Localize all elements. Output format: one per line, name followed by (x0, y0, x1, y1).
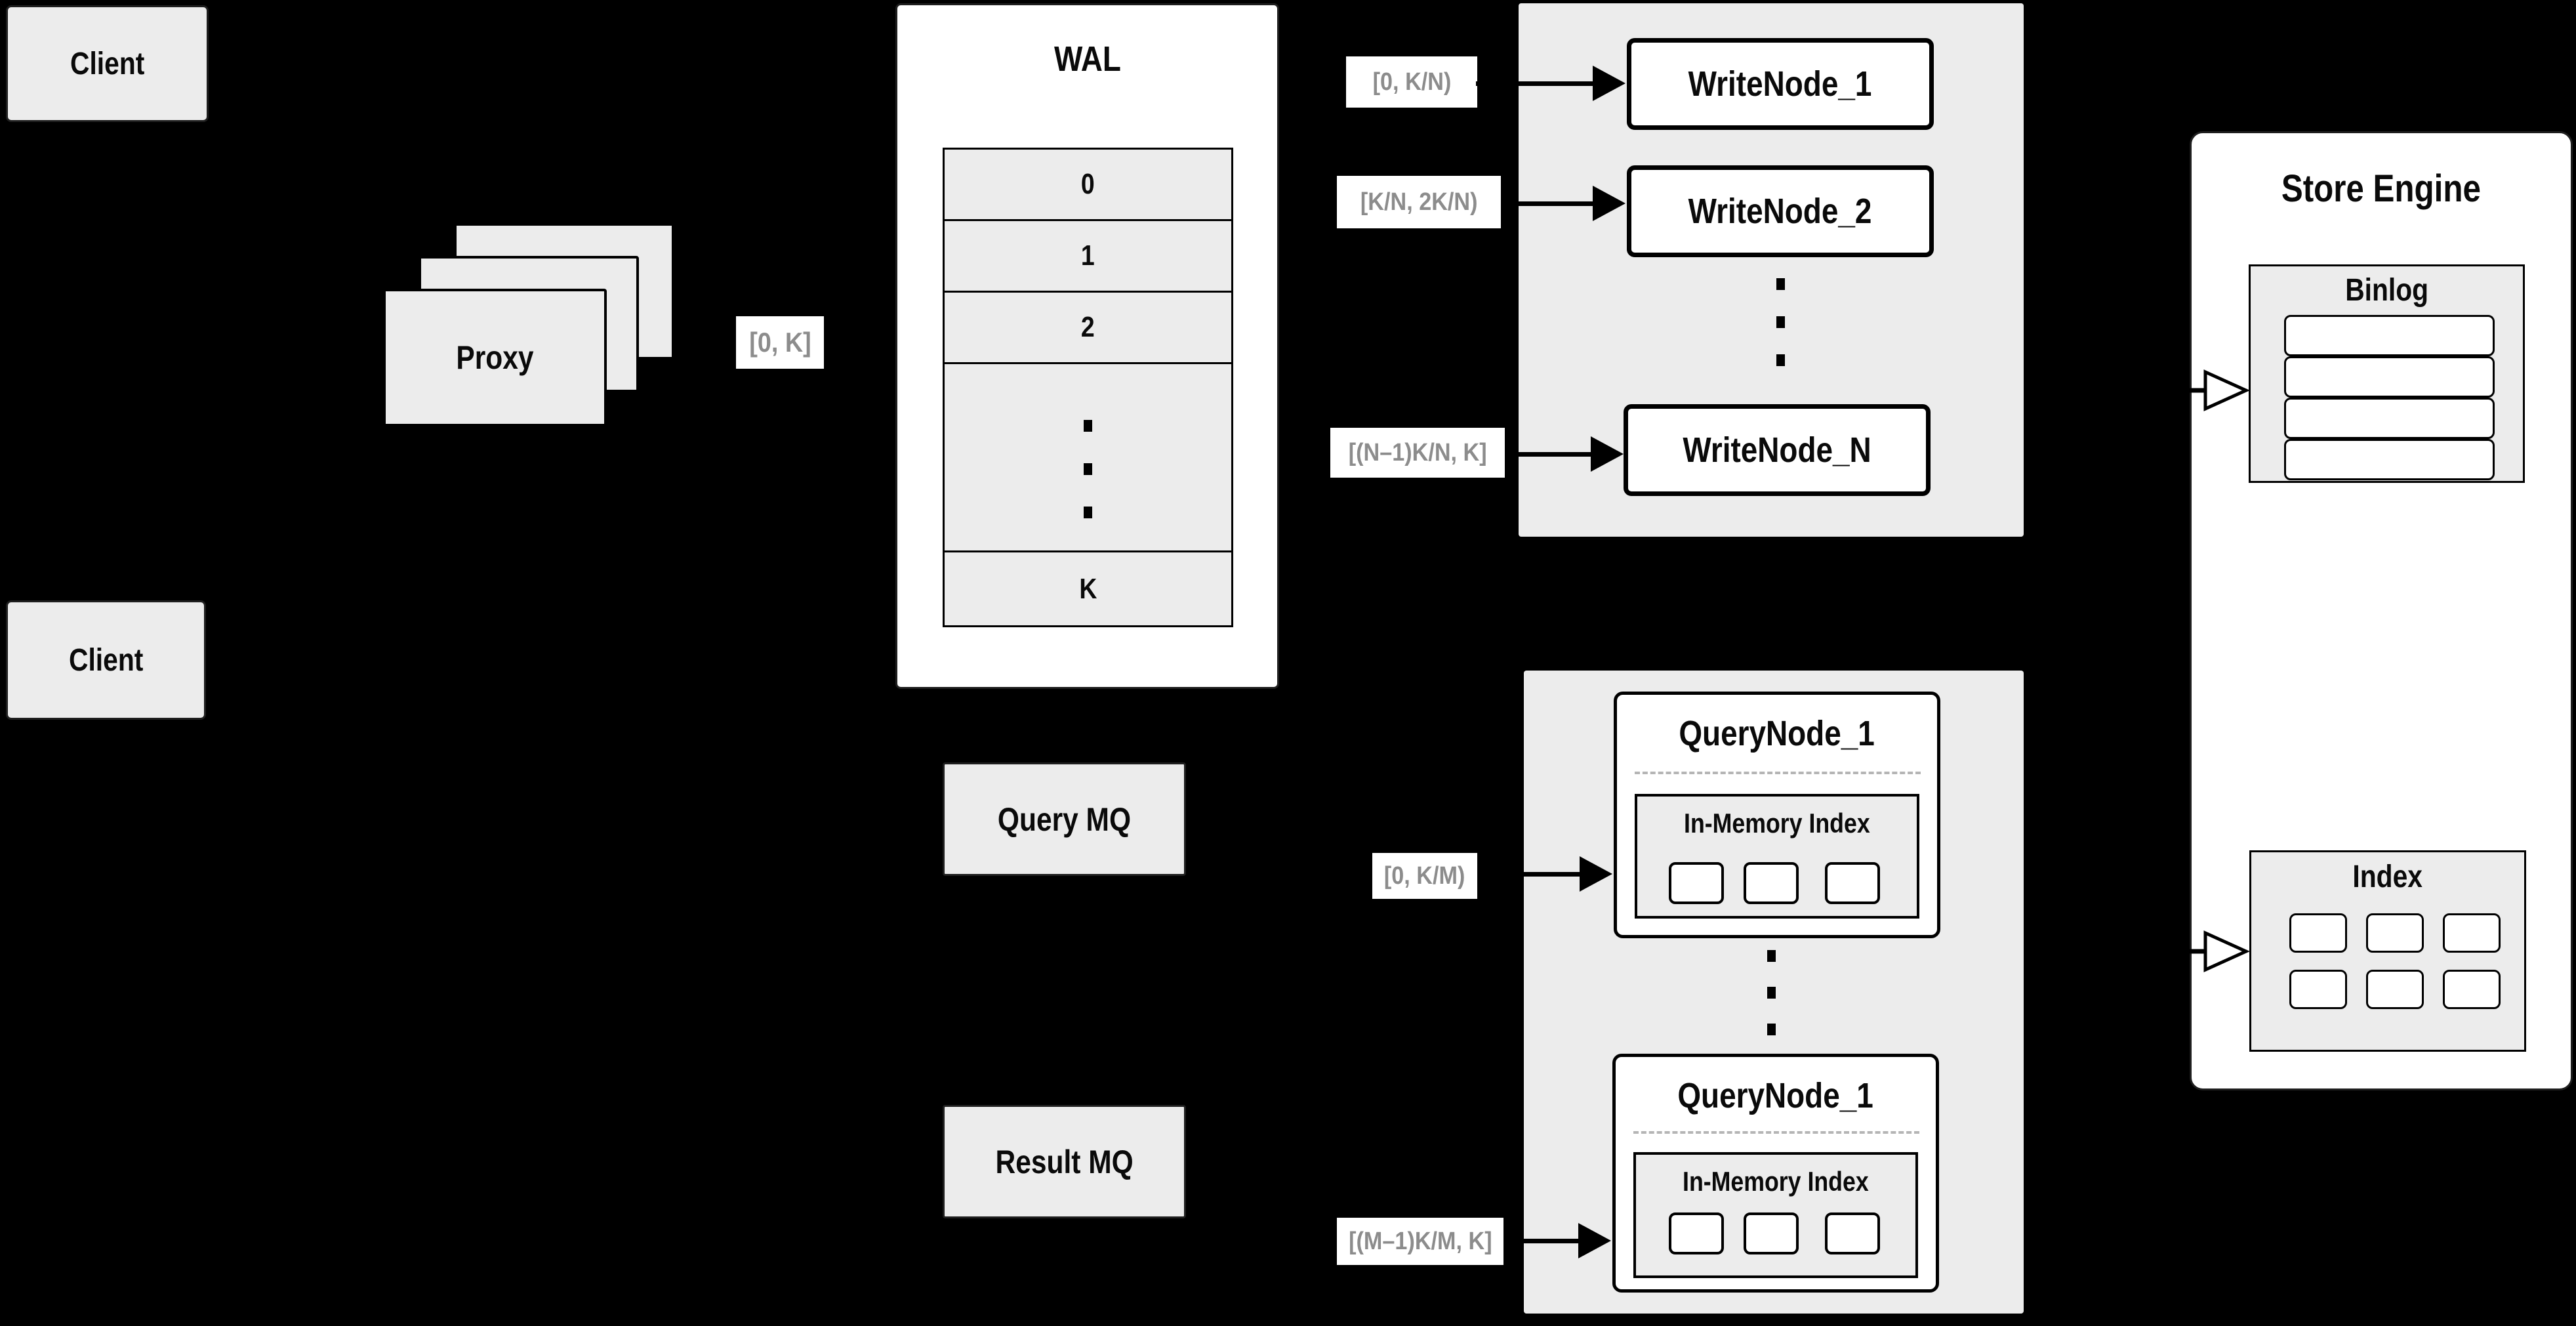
arrow-to-writenode-1 (1476, 81, 1595, 86)
query-node-1-memory-index-title: In-Memory Index (1684, 808, 1870, 839)
arrowhead-to-querynode-1 (1580, 856, 1612, 892)
index-cell (2443, 970, 2501, 1009)
index-cell (2366, 970, 2424, 1009)
query-node-ellipsis-dot (1767, 987, 1776, 999)
wal-segment-0: 0 (943, 148, 1233, 221)
arrow-to-binlog (2081, 369, 2251, 411)
arrowhead-to-querynode-m (1578, 1223, 1611, 1258)
memory-segment-cell (1744, 1212, 1799, 1254)
write-node-ellipsis-dot (1776, 278, 1785, 290)
memory-segment-cell (1825, 1212, 1880, 1254)
write-node-ellipsis-dot (1776, 354, 1785, 366)
query-node-1-title: QueryNode_1 (1679, 714, 1875, 753)
client-bottom-label: Client (68, 642, 144, 678)
query-node-ellipsis-dot (1767, 950, 1776, 962)
arrow-to-writenode-2 (1501, 201, 1595, 206)
wal-segment-ellipsis (943, 362, 1233, 552)
index-cell (2289, 970, 2347, 1009)
wal-segment-2: 2 (943, 291, 1233, 364)
arrow-to-writenode-n (1505, 452, 1593, 457)
range-label-proxy-out: [0, K] (736, 316, 824, 369)
client-top-label: Client (70, 46, 145, 81)
arrowhead-to-writenode-2 (1593, 186, 1625, 221)
memory-segment-cell (1825, 862, 1880, 904)
query-node-1-divider (1635, 772, 1921, 774)
range-label-write-1: [0, K/N) (1346, 56, 1477, 108)
write-node-2: WriteNode_2 (1627, 165, 1934, 257)
memory-segment-cell (1669, 862, 1724, 904)
memory-segment-cell (1744, 862, 1799, 904)
wal-segment-k: K (943, 550, 1233, 627)
range-label-write-2: [K/N, 2K/N) (1337, 176, 1501, 228)
wal-ellipsis-dot (1084, 507, 1092, 518)
binlog-title: Binlog (2345, 272, 2428, 308)
index-cell (2443, 913, 2501, 953)
binlog-segment-row (2284, 398, 2495, 439)
write-node-ellipsis-dot (1776, 316, 1785, 328)
query-node-ellipsis-dot (1767, 1024, 1776, 1035)
query-node-m-title: QueryNode_1 (1677, 1076, 1874, 1115)
arrowhead-to-writenode-n (1591, 436, 1624, 472)
index-cell (2289, 913, 2347, 953)
arrow-to-querynode-1 (1477, 872, 1582, 877)
wal-ellipsis-dot (1084, 463, 1092, 475)
wal-segment-1: 1 (943, 219, 1233, 293)
client-node-top: Client (6, 5, 209, 122)
range-label-query-m: [(M–1)K/M, K] (1337, 1218, 1503, 1265)
proxy-label: Proxy (456, 339, 534, 376)
binlog-segment-row (2284, 315, 2495, 356)
query-node-m-divider (1633, 1131, 1919, 1134)
arrow-to-index (2081, 930, 2251, 972)
binlog-segment-row (2284, 439, 2495, 480)
query-mq-node: Query MQ (943, 762, 1186, 876)
arrowhead-to-writenode-1 (1593, 66, 1625, 101)
write-node-n: WriteNode_N (1624, 404, 1931, 496)
range-label-write-n: [(N–1)K/N, K] (1330, 428, 1505, 478)
store-engine-title: Store Engine (2281, 167, 2482, 210)
query-node-m-memory-index-title: In-Memory Index (1683, 1166, 1869, 1197)
result-mq-node: Result MQ (943, 1105, 1186, 1218)
range-label-query-1: [0, K/M) (1372, 853, 1477, 899)
index-cell (2366, 913, 2424, 953)
client-node-bottom: Client (6, 600, 206, 720)
write-node-1: WriteNode_1 (1627, 38, 1934, 130)
proxy-node: Proxy (383, 289, 607, 426)
wal-title: WAL (1053, 39, 1121, 79)
wal-ellipsis-dot (1084, 420, 1092, 432)
binlog-segment-row (2284, 356, 2495, 398)
index-title: Index (2352, 859, 2423, 894)
arrow-to-querynode-m (1505, 1239, 1581, 1243)
memory-segment-cell (1669, 1212, 1724, 1254)
